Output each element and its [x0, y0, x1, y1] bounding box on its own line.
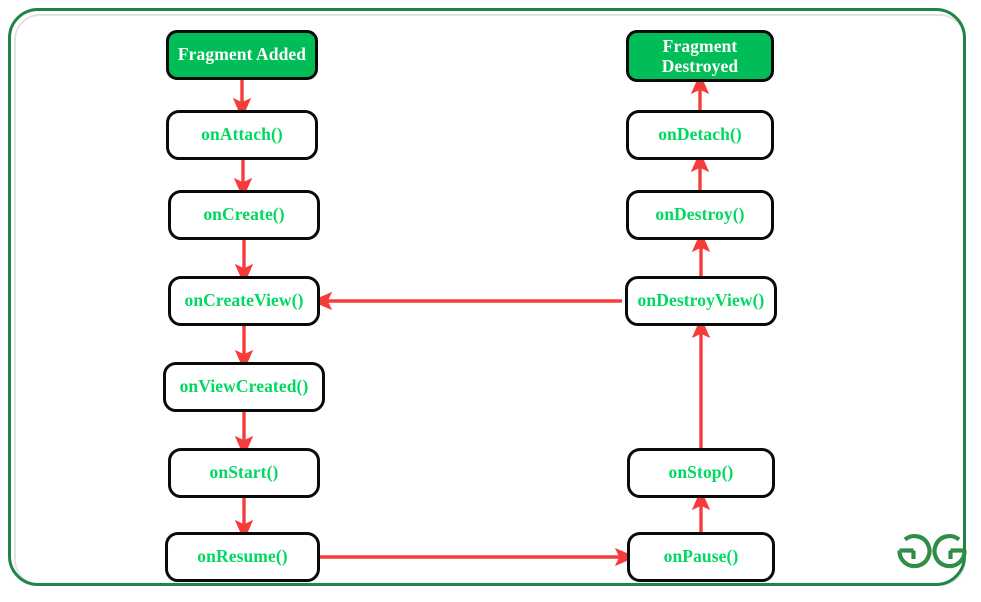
node-label: onViewCreated()	[179, 376, 309, 397]
node-on-create[interactable]: onCreate()	[168, 190, 320, 240]
frame-border	[8, 8, 966, 586]
node-fragment-destroyed[interactable]: Fragment Destroyed	[626, 30, 774, 82]
node-label: onCreate()	[203, 204, 285, 225]
node-label: Fragment Added	[177, 44, 307, 65]
node-label: Fragment Destroyed	[661, 35, 739, 76]
node-label: onDestroy()	[655, 204, 745, 225]
node-label: onDetach()	[658, 124, 742, 145]
node-on-attach[interactable]: onAttach()	[166, 110, 318, 160]
node-label: onResume()	[197, 546, 288, 567]
node-label: onAttach()	[201, 124, 283, 145]
node-label: onStart()	[209, 462, 279, 483]
node-on-detach[interactable]: onDetach()	[626, 110, 774, 160]
node-fragment-added[interactable]: Fragment Added	[166, 30, 318, 80]
node-label: onCreateView()	[184, 290, 304, 311]
node-on-destroy-view[interactable]: onDestroyView()	[625, 276, 777, 326]
node-label: onStop()	[668, 462, 734, 483]
geeksforgeeks-logo	[897, 534, 967, 569]
node-on-destroy[interactable]: onDestroy()	[626, 190, 774, 240]
node-on-resume[interactable]: onResume()	[165, 532, 320, 582]
node-on-start[interactable]: onStart()	[168, 448, 320, 498]
node-on-stop[interactable]: onStop()	[627, 448, 775, 498]
node-on-create-view[interactable]: onCreateView()	[168, 276, 320, 326]
node-on-pause[interactable]: onPause()	[627, 532, 775, 582]
node-label: onDestroyView()	[637, 290, 765, 311]
node-label: onPause()	[663, 546, 739, 567]
node-on-view-created[interactable]: onViewCreated()	[163, 362, 325, 412]
